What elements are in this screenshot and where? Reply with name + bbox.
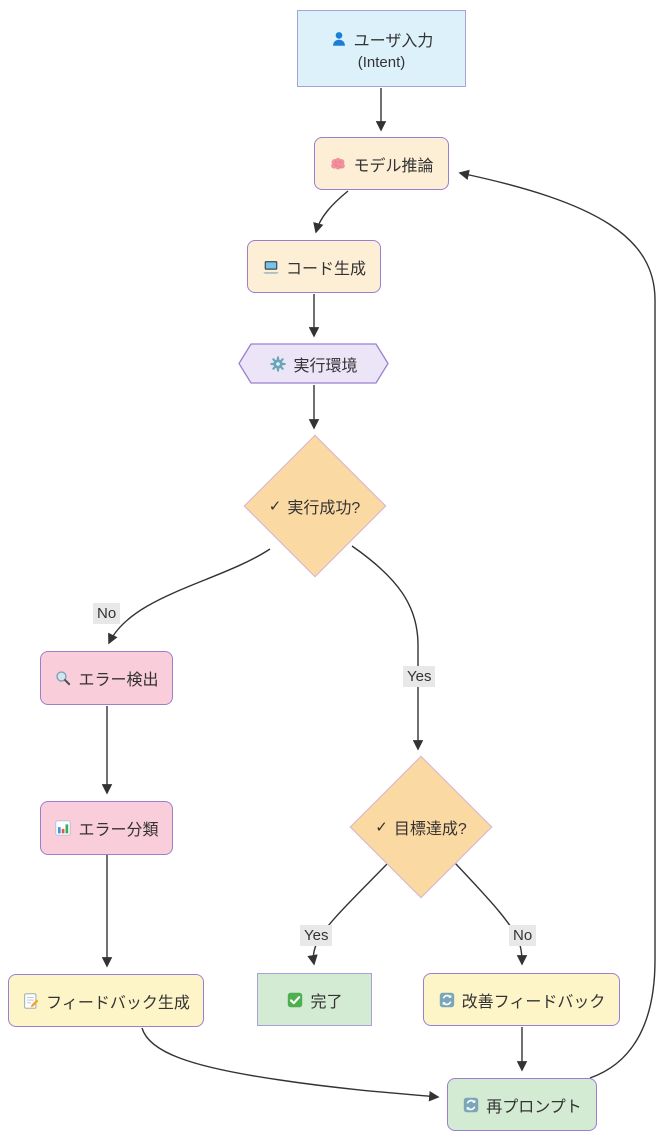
node-execution-success: ✓ 実行成功? (243, 434, 386, 577)
node-label: 完了 (310, 993, 343, 1011)
edge-reprompt-loop-to-model (458, 169, 656, 1079)
node-user-input: ユーザ入力 (Intent) (297, 10, 466, 87)
check-mark: ✓ (375, 819, 388, 836)
person-icon (330, 30, 348, 48)
node-label: 再プロンプト (486, 1098, 582, 1116)
node-sublabel: (Intent) (357, 53, 406, 71)
node-label: ユーザ入力 (353, 32, 434, 50)
brain-icon (329, 155, 347, 173)
node-label: エラー検出 (78, 672, 159, 689)
node-label: フィードバック生成 (46, 994, 190, 1012)
node-label: 実行成功? (287, 499, 361, 517)
edge-label-exec-yes: Yes (403, 666, 436, 687)
node-execution-env: 実行環境 (238, 343, 389, 384)
node-error-classification: エラー分類 (40, 801, 173, 855)
node-goal-achieved: ✓ 目標達成? (349, 755, 493, 899)
check-button-icon (286, 991, 304, 1009)
node-reprompt: 再プロンプト (447, 1078, 597, 1131)
node-label: モデル推論 (353, 157, 434, 175)
node-label: コード生成 (285, 260, 366, 278)
refresh-icon (438, 991, 456, 1009)
node-code-generation: コード生成 (247, 240, 381, 293)
edge-model-to-code (313, 190, 349, 234)
edge-exec-yes-to-goal (351, 545, 424, 751)
memo-icon (22, 992, 40, 1010)
bar-chart-icon (54, 819, 72, 837)
refresh-icon (462, 1096, 480, 1114)
node-label: エラー分類 (78, 822, 159, 839)
edge-exec-no-to-errdet (108, 548, 271, 645)
node-label: 実行環境 (293, 357, 358, 375)
edge-label-exec-no: No (93, 603, 121, 624)
node-improvement-feedback: 改善フィードバック (423, 973, 620, 1026)
node-error-detection: エラー検出 (40, 651, 173, 705)
edge-label-goal-no: No (509, 925, 537, 946)
node-model-inference: モデル推論 (314, 137, 449, 190)
node-label: 改善フィードバック (461, 993, 606, 1011)
edge-label-goal-yes: Yes (300, 925, 333, 946)
laptop-icon (262, 258, 280, 276)
edge-fbgen-to-reprompt (141, 1027, 440, 1102)
gear-icon (269, 355, 287, 373)
magnifier-icon (54, 669, 72, 687)
node-feedback-generation: フィードバック生成 (8, 974, 204, 1027)
check-mark: ✓ (268, 497, 282, 515)
node-complete: 完了 (257, 973, 372, 1026)
node-label: 目標達成? (393, 821, 467, 838)
